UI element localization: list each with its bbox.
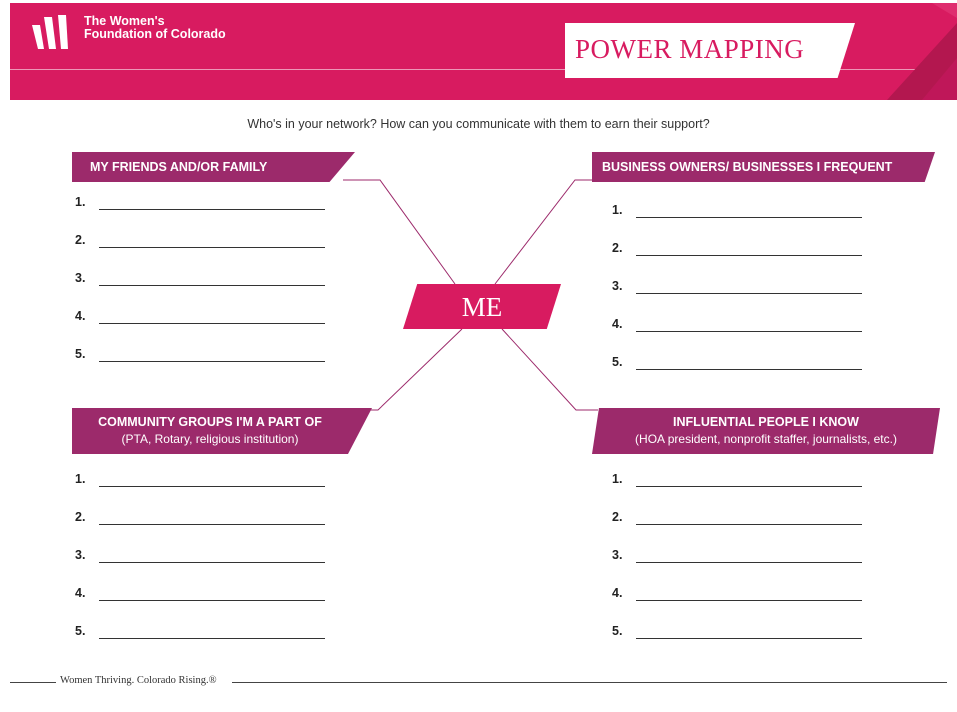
page-subtitle: Who's in your network? How can you commu… <box>247 117 710 131</box>
write-in-line[interactable] <box>99 361 325 362</box>
item-number: 2. <box>75 233 86 247</box>
list-item: 5. <box>75 624 335 644</box>
write-in-line[interactable] <box>636 217 862 218</box>
item-number: 5. <box>75 624 86 638</box>
connector-business <box>494 179 600 285</box>
footer-rule-left <box>10 682 56 683</box>
page-title: POWER MAPPING <box>575 34 805 64</box>
write-in-line[interactable] <box>99 562 325 563</box>
connector-community <box>370 328 463 411</box>
section-influential-label: INFLUENTIAL PEOPLE I KNOW <box>673 415 859 429</box>
write-in-line[interactable] <box>636 331 862 332</box>
org-name-line2: Foundation of Colorado <box>84 27 226 41</box>
item-number: 3. <box>612 279 623 293</box>
item-number: 2. <box>612 510 623 524</box>
item-number: 2. <box>612 241 623 255</box>
list-item: 2. <box>75 233 335 253</box>
item-number: 4. <box>75 309 86 323</box>
section-community-title: COMMUNITY GROUPS I'M A PART OF (PTA, Rot… <box>72 408 372 454</box>
connector-influential <box>501 328 598 411</box>
write-in-line[interactable] <box>636 369 862 370</box>
section-community-label: COMMUNITY GROUPS I'M A PART OF <box>98 415 322 429</box>
list-item: 4. <box>75 309 335 329</box>
section-influential-title: INFLUENTIAL PEOPLE I KNOW (HOA president… <box>592 408 940 454</box>
list-item: 4. <box>612 586 872 606</box>
item-number: 1. <box>75 472 86 486</box>
item-number: 4. <box>75 586 86 600</box>
write-in-line[interactable] <box>636 600 862 601</box>
write-in-line[interactable] <box>636 638 862 639</box>
section-business-title: BUSINESS OWNERS/ BUSINESSES I FREQUENT <box>592 152 935 182</box>
list-item: 1. <box>75 195 335 215</box>
section-friends-label: MY FRIENDS AND/OR FAMILY <box>90 160 268 174</box>
item-number: 1. <box>612 472 623 486</box>
list-item: 1. <box>612 203 872 223</box>
logo: The Women's Foundation of Colorado <box>32 15 226 53</box>
write-in-line[interactable] <box>636 255 862 256</box>
list-item: 3. <box>75 548 335 568</box>
foundation-logo-icon <box>32 15 68 49</box>
section-community-subtitle: (PTA, Rotary, religious institution) <box>121 432 299 446</box>
list-item: 2. <box>612 510 872 530</box>
write-in-line[interactable] <box>636 486 862 487</box>
section-friends-title: MY FRIENDS AND/OR FAMILY <box>72 152 355 182</box>
write-in-line[interactable] <box>99 285 325 286</box>
write-in-line[interactable] <box>636 524 862 525</box>
list-item: 4. <box>612 317 872 337</box>
center-me-label: ME <box>461 292 503 322</box>
item-number: 5. <box>612 624 623 638</box>
item-number: 2. <box>75 510 86 524</box>
item-number: 1. <box>75 195 86 209</box>
footer-tagline: Women Thriving. Colorado Rising.® <box>60 675 217 686</box>
write-in-line[interactable] <box>636 293 862 294</box>
item-number: 3. <box>75 548 86 562</box>
header-banner: The Women's Foundation of Colorado POWER… <box>10 3 957 100</box>
list-item: 2. <box>75 510 335 530</box>
write-in-line[interactable] <box>99 638 325 639</box>
header-decoration <box>887 3 957 100</box>
section-business-label: BUSINESS OWNERS/ BUSINESSES I FREQUENT <box>602 160 893 174</box>
item-number: 3. <box>75 271 86 285</box>
title-box: POWER MAPPING <box>565 23 855 78</box>
footer-rule-right <box>232 682 947 683</box>
list-item: 3. <box>75 271 335 291</box>
center-me-box: ME <box>403 284 561 329</box>
org-name-line1: The Women's <box>84 14 165 28</box>
item-number: 5. <box>612 355 623 369</box>
list-item: 5. <box>75 347 335 367</box>
write-in-line[interactable] <box>99 486 325 487</box>
write-in-line[interactable] <box>636 562 862 563</box>
item-number: 4. <box>612 317 623 331</box>
write-in-line[interactable] <box>99 323 325 324</box>
item-number: 3. <box>612 548 623 562</box>
write-in-line[interactable] <box>99 209 325 210</box>
list-item: 4. <box>75 586 335 606</box>
write-in-line[interactable] <box>99 247 325 248</box>
list-item: 1. <box>75 472 335 492</box>
list-item: 5. <box>612 355 872 375</box>
write-in-line[interactable] <box>99 600 325 601</box>
list-item: 3. <box>612 279 872 299</box>
list-item: 3. <box>612 548 872 568</box>
list-item: 5. <box>612 624 872 644</box>
header-divider <box>10 69 957 70</box>
list-item: 1. <box>612 472 872 492</box>
item-number: 4. <box>612 586 623 600</box>
connector-friends <box>343 179 456 285</box>
item-number: 5. <box>75 347 86 361</box>
section-influential-subtitle: (HOA president, nonprofit staffer, journ… <box>635 432 897 446</box>
item-number: 1. <box>612 203 623 217</box>
org-name: The Women's Foundation of Colorado <box>84 15 226 41</box>
write-in-line[interactable] <box>99 524 325 525</box>
list-item: 2. <box>612 241 872 261</box>
